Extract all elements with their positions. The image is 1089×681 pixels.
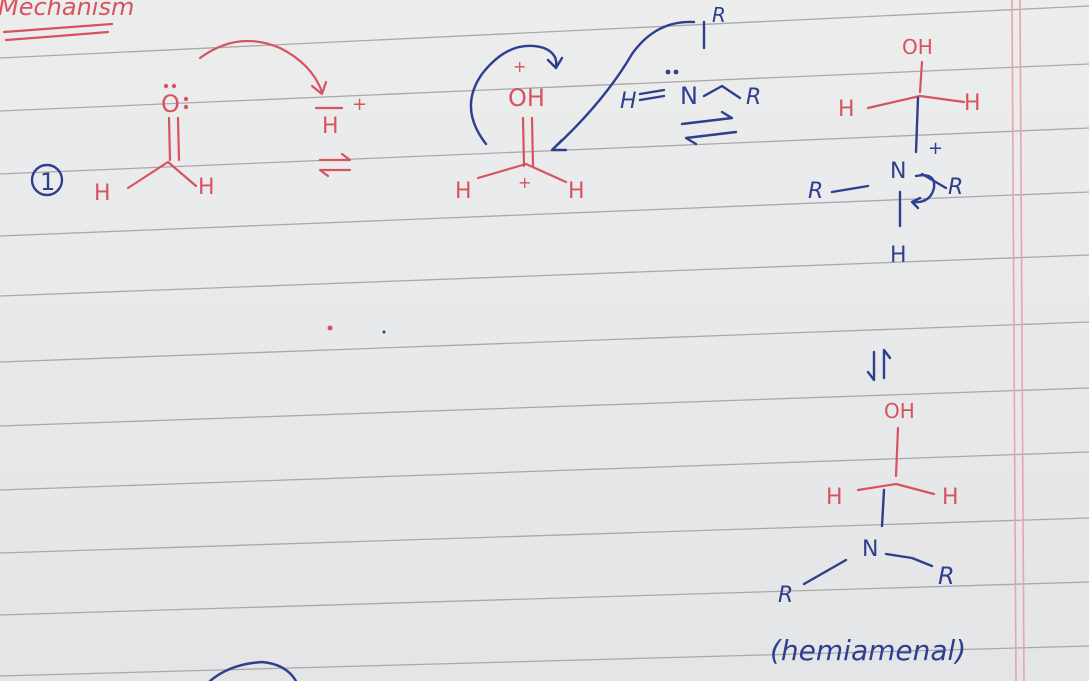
product-label: (hemiamenal) (770, 634, 966, 667)
product-h-bonds (856, 482, 936, 496)
aldehyde-right-h: H (198, 175, 215, 200)
pi-bond-shift-arrow (469, 44, 564, 146)
margin-line (1011, 0, 1025, 681)
amine-n: N (680, 82, 698, 110)
product-c-o-bond (894, 426, 900, 478)
protonated-left-h: H (455, 179, 472, 204)
tetrahedral-intermediate: OH H H + N R R H (808, 35, 981, 268)
intermediate-c-n-bond (914, 96, 920, 154)
aldehyde-bonds (126, 160, 198, 190)
product-n-bonds (802, 552, 934, 586)
equilibrium-arrow-1 (318, 152, 352, 178)
proton-transfer-arrow (910, 174, 936, 210)
hemiaminal-product: OH H H N R R (778, 399, 959, 608)
stray-marks (327, 325, 386, 334)
intermediate-charge: + (928, 138, 943, 159)
protonated-right-h: H (568, 179, 585, 204)
lone-pairs (163, 83, 189, 110)
ruled-lines (0, 5, 1089, 677)
amine-r-top: R (712, 3, 726, 27)
intermediate-r-right: R (948, 175, 963, 200)
aldehyde-oxygen: O (161, 90, 180, 118)
intermediate-right-h: H (964, 91, 981, 116)
heading-underline (2, 22, 114, 42)
proton-symbol: H (322, 114, 339, 139)
amine-r-right: R (746, 85, 761, 110)
intermediate-r-left: R (808, 179, 823, 204)
product-oh: OH (884, 399, 915, 423)
proton: H + (314, 94, 367, 139)
intermediate-left-h: H (838, 97, 855, 122)
product-right-h: H (942, 485, 959, 510)
intermediate-oh: OH (902, 35, 933, 59)
amine-structure: R H N R (620, 3, 761, 114)
nucleophile-attack-arrow (550, 20, 696, 152)
intermediate-h-bonds (866, 94, 966, 110)
equilibrium-arrow-2 (680, 110, 738, 146)
step-number: 1 (40, 168, 55, 196)
intermediate-h-bottom: H (890, 243, 907, 268)
aldehyde-left-h: H (94, 181, 111, 206)
intermediate-c-o-bond (918, 60, 924, 94)
amine-h-n-bond (638, 88, 666, 102)
product-c-n-bond (880, 488, 886, 528)
lone-pair-attack-arrow (198, 39, 328, 96)
intermediate-n: N (890, 159, 906, 184)
page-heading: Mechanism (0, 0, 134, 21)
carbocation-charge: + (518, 173, 531, 192)
oxonium-group: OH (508, 84, 545, 112)
aldehyde-structure: O H H (94, 83, 215, 206)
proton-charge: + (352, 94, 367, 115)
amine-lone-pair (665, 69, 679, 75)
product-left-h: H (826, 485, 843, 510)
equilibrium-arrow-3 (866, 348, 892, 382)
protonated-bonds (476, 162, 568, 184)
carbonyl-double-bond (167, 116, 181, 162)
oxonium-double-bond (521, 116, 535, 168)
protonated-carbonyl: + OH H H + (455, 57, 585, 204)
product-r-right: R (938, 562, 955, 590)
amine-h: H (620, 89, 637, 114)
product-r-left: R (778, 583, 793, 608)
step-circle (30, 163, 64, 197)
product-n: N (862, 537, 878, 562)
oxonium-charge: + (513, 57, 526, 76)
amine-n-r-bond-2 (702, 84, 742, 100)
next-step-circle-partial (208, 660, 298, 681)
